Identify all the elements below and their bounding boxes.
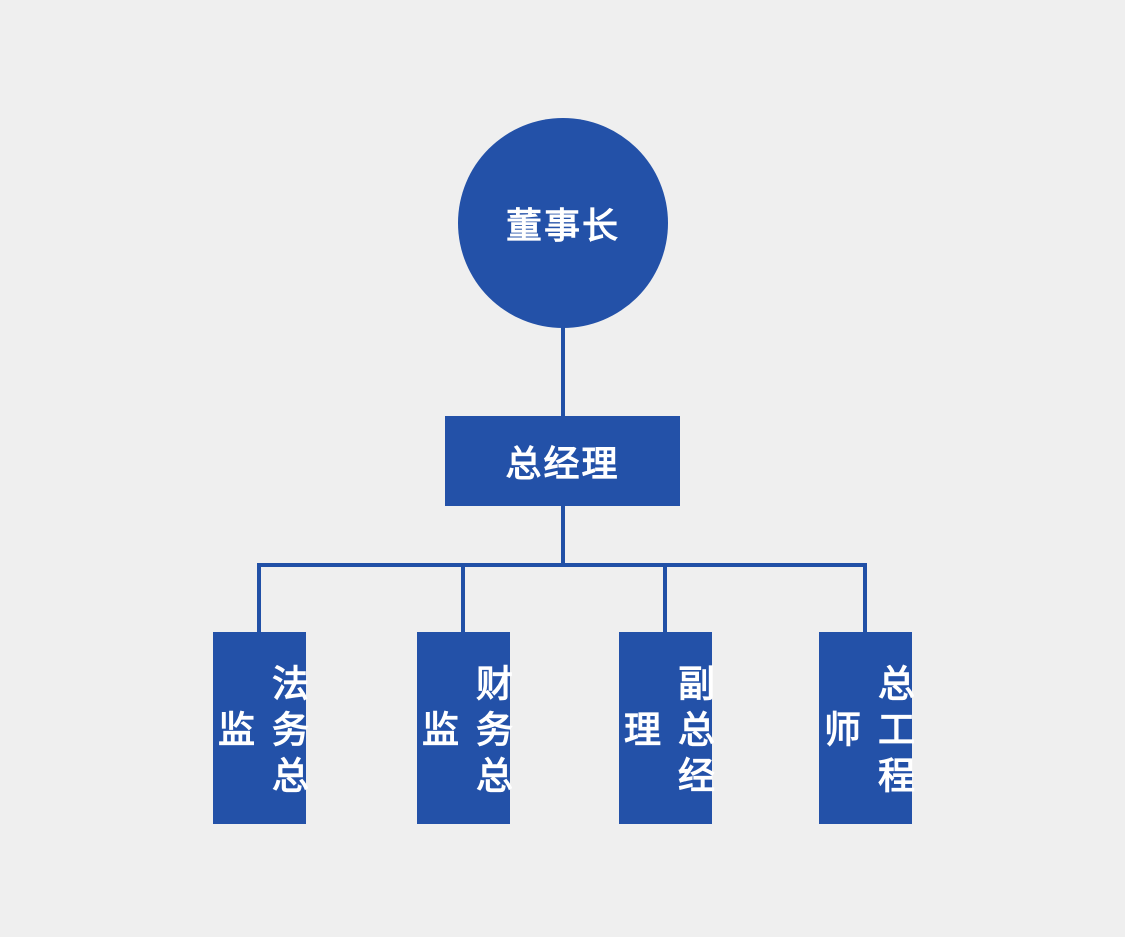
node-chairman-label: 董事长: [505, 206, 620, 247]
node-deputy-general-manager: 副总经理: [618, 632, 715, 824]
node-chief-engineer: 总工程师: [818, 632, 915, 824]
node-legal-director-label: 法务总监: [211, 663, 309, 802]
node-general-manager: 总经理: [445, 416, 680, 506]
node-legal-director: 法务总监: [212, 632, 309, 824]
connector-drop-deputy-gm: [663, 563, 667, 633]
connector-manager-to-bus: [561, 505, 565, 567]
connector-drop-legal-director: [257, 563, 261, 633]
node-finance-director-label: 财务总监: [415, 663, 513, 802]
connector-root-to-manager: [561, 326, 565, 417]
node-chairman: 董事长: [458, 118, 668, 328]
connector-drop-finance-director: [461, 563, 465, 633]
connector-horizontal-bus: [257, 563, 867, 567]
node-chief-engineer-label: 总工程师: [817, 663, 915, 802]
node-general-manager-label: 总经理: [505, 444, 620, 485]
node-finance-director: 财务总监: [416, 632, 513, 824]
connector-drop-chief-engineer: [863, 563, 867, 633]
node-deputy-general-manager-label: 副总经理: [617, 663, 715, 802]
